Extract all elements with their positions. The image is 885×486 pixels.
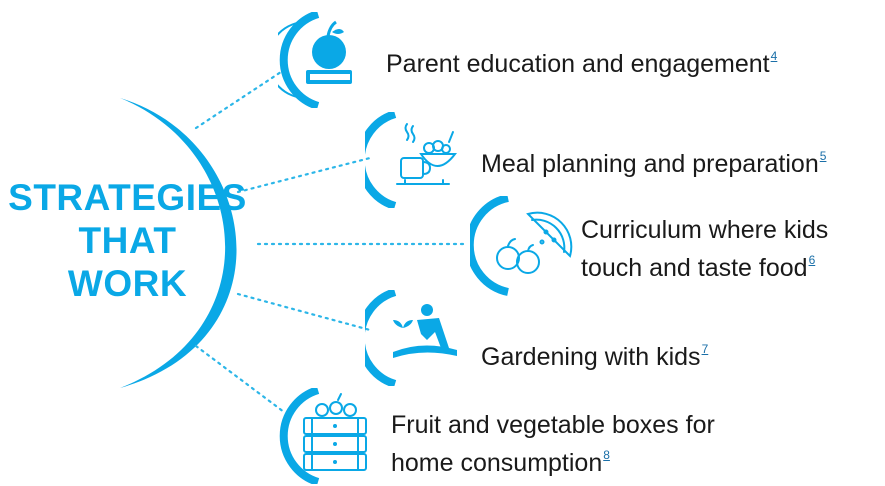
footnote-link-7[interactable]: 7 [701, 342, 709, 356]
strategy-label-1: Parent education and engagement [386, 50, 770, 78]
strategy-label-2: Meal planning and preparation [481, 150, 819, 178]
title-line-3: WORK [67, 263, 188, 304]
diagram-title: STRATEGIES THAT WORK [0, 176, 255, 305]
footnote-link-6[interactable]: 6 [808, 253, 816, 267]
footnote-link-5[interactable]: 5 [819, 149, 827, 163]
gardener-planting-icon [365, 290, 457, 386]
strategy-item-1: Parent education and engagement4 [386, 41, 777, 79]
strategy-label-5-line-1: Fruit and vegetable boxes for [391, 411, 715, 439]
apple-on-book-icon [278, 12, 352, 108]
meal-bowl-cup-icon [365, 112, 458, 208]
title-line-1: STRATEGIES [8, 177, 247, 218]
strategy-label-3-line-1: Curriculum where kids [581, 216, 829, 244]
produce-crate-icon [279, 388, 367, 484]
strategy-item-4: Gardening with kids7 [481, 334, 708, 372]
strategy-item-2: Meal planning and preparation5 [481, 141, 826, 179]
fruit-watermelon-icon [470, 196, 573, 296]
connector-2 [236, 156, 372, 194]
strategy-label-4: Gardening with kids [481, 343, 701, 371]
connector-5 [194, 344, 286, 414]
footnote-link-8[interactable]: 8 [603, 448, 610, 462]
strategy-label-5-line-2: home consumption [391, 449, 603, 477]
main-arc-band [120, 98, 237, 388]
strategy-label-3-line-2: touch and taste food [581, 254, 808, 282]
strategy-item-3: Curriculum where kids touch and taste fo… [581, 215, 828, 283]
connector-4 [236, 292, 372, 332]
title-line-2: THAT [78, 220, 177, 261]
footnote-link-4[interactable]: 4 [770, 49, 778, 63]
connector-1 [194, 68, 286, 130]
strategy-item-5: Fruit and vegetable boxes for home consu… [391, 410, 715, 478]
